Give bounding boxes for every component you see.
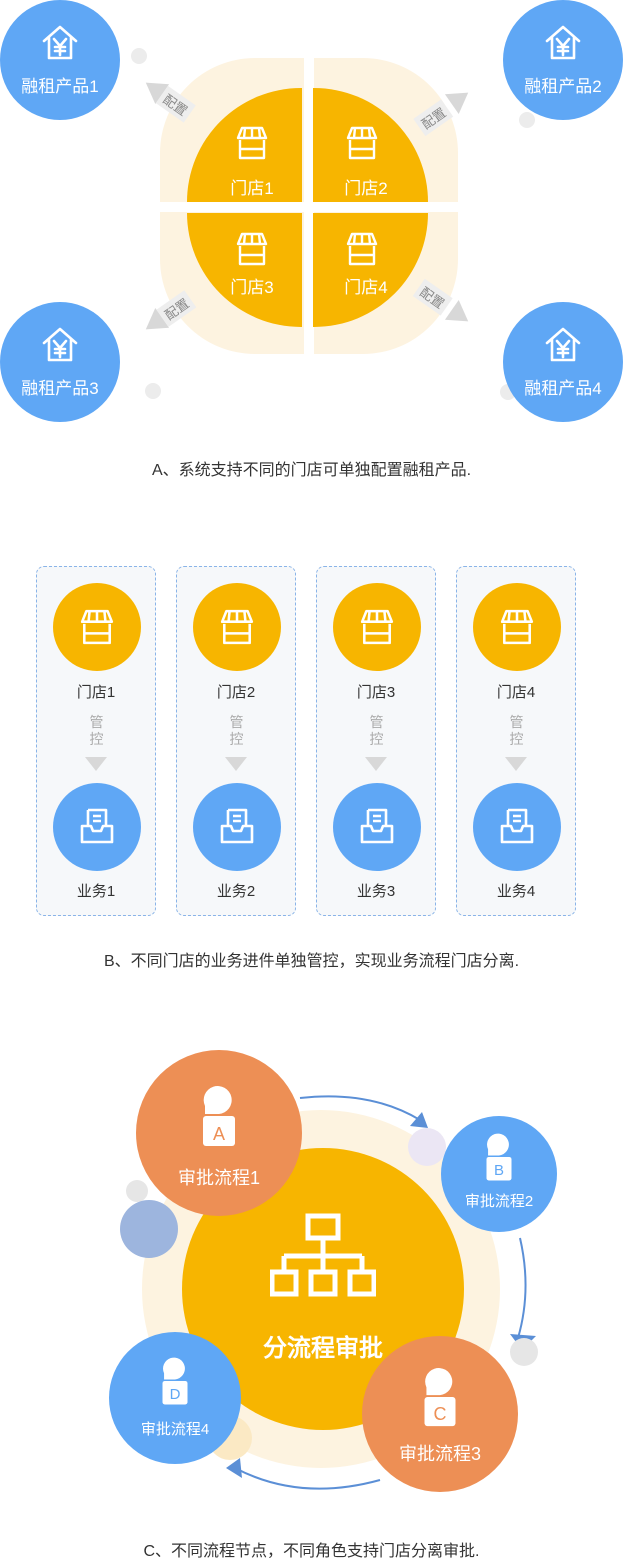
store-circle: [53, 583, 141, 671]
control-label: 管控: [369, 714, 384, 747]
down-arrow-icon: [505, 757, 527, 771]
flow-label: 审批流程4: [140, 1421, 210, 1438]
business-label: 业务2: [216, 883, 256, 900]
center-label: 分流程审批: [263, 1335, 383, 1362]
person-icon: [203, 1086, 235, 1146]
shop-icon: [236, 126, 268, 160]
caption-a: A、系统支持不同的门店可单独配置融租产品.: [151, 462, 472, 479]
control-label: 管控: [509, 714, 524, 747]
person-icon: [486, 1133, 512, 1181]
house-yen-icon: [42, 25, 78, 60]
shop-icon: [500, 609, 534, 645]
shop-icon: [346, 126, 378, 160]
flow-arrows: [226, 1095, 536, 1490]
section-a-diagram: 门店1 门店2 门店3 门店4 配置 配置 配置 配置 融租产品1 融租产品2 …: [0, 0, 623, 430]
document-tray-icon: [500, 808, 534, 844]
document-tray-icon: [80, 808, 114, 844]
flow-label: 审批流程1: [177, 1168, 260, 1188]
business-circle: [53, 783, 141, 871]
caption-b: B、不同门店的业务进件单独管控，实现业务流程门店分离.: [103, 953, 520, 970]
store-label: 门店3: [356, 684, 396, 701]
caption-c: C、不同流程节点，不同角色支持门店分离审批.: [143, 1543, 480, 1560]
decor-dot: [126, 1180, 148, 1202]
flow-label: 审批流程2: [464, 1193, 534, 1210]
store-label-1: 门店1: [230, 179, 274, 198]
store-column-4: 门店4 管控 业务4: [456, 566, 576, 916]
control-label: 管控: [229, 714, 244, 747]
store-label-3: 门店3: [230, 278, 274, 297]
store-circle: [333, 583, 421, 671]
control-label: 管控: [89, 714, 104, 747]
flow-circle-4: D 审批流程4: [109, 1332, 241, 1464]
person-icon: [424, 1367, 456, 1427]
decor-dot: [120, 1200, 178, 1258]
shop-icon: [80, 609, 114, 645]
shop-icon: [360, 609, 394, 645]
down-arrow-icon: [225, 757, 247, 771]
business-label: 业务4: [496, 883, 536, 900]
shop-icon: [236, 232, 268, 266]
down-arrow-icon: [365, 757, 387, 771]
business-circle: [193, 783, 281, 871]
flow-label: 审批流程3: [398, 1444, 481, 1464]
decor-dot: [145, 383, 161, 399]
business-circle: [333, 783, 421, 871]
shop-icon: [346, 232, 378, 266]
store-circle: [473, 583, 561, 671]
product-circle-2: 融租产品2: [503, 0, 623, 120]
decor-dot: [408, 1128, 446, 1166]
store-column-3: 门店3 管控 业务3: [316, 566, 436, 916]
person-icon: [162, 1357, 188, 1405]
product-label: 融租产品2: [524, 77, 602, 96]
house-yen-icon: [545, 327, 581, 362]
product-circle-4: 融租产品4: [503, 302, 623, 422]
store-label: 门店4: [496, 684, 536, 701]
flow-letter: B: [493, 1162, 504, 1179]
store-column-1: 门店1 管控 业务1: [36, 566, 156, 916]
house-yen-icon: [545, 25, 581, 60]
document-tray-icon: [220, 808, 254, 844]
section-c-diagram: 分流程审批 A 审批流程1 B 审批流程2 C 审批流程3 D: [0, 1040, 623, 1500]
flow-circle-1: A 审批流程1: [136, 1050, 302, 1216]
divider-horizontal: [150, 202, 470, 212]
store-circle: [193, 583, 281, 671]
product-label: 融租产品1: [21, 77, 99, 96]
business-circle: [473, 783, 561, 871]
decor-dot: [519, 112, 535, 128]
product-circle-3: 融租产品3: [0, 302, 120, 422]
business-label: 业务3: [356, 883, 396, 900]
flow-letter: C: [433, 1404, 447, 1424]
store-label: 门店1: [76, 684, 116, 701]
house-yen-icon: [42, 327, 78, 362]
shop-icon: [220, 609, 254, 645]
decor-dot: [131, 48, 147, 64]
flow-circle-3: C 审批流程3: [362, 1336, 518, 1492]
flow-circle-2: B 审批流程2: [441, 1116, 557, 1232]
document-tray-icon: [360, 808, 394, 844]
down-arrow-icon: [85, 757, 107, 771]
flow-letter: A: [212, 1124, 225, 1144]
section-b-diagram: 门店1 管控 业务1 门店2 管控 业务2 门店3 管控 业务3: [0, 560, 623, 920]
store-column-2: 门店2 管控 业务2: [176, 566, 296, 916]
product-label: 融租产品3: [21, 379, 99, 398]
business-label: 业务1: [76, 883, 116, 900]
store-label: 门店2: [216, 684, 256, 701]
store-label-4: 门店4: [344, 278, 388, 297]
org-chart-icon: [270, 1213, 376, 1297]
product-circle-1: 融租产品1: [0, 0, 120, 120]
decor-dot: [510, 1338, 538, 1366]
product-label: 融租产品4: [524, 379, 602, 398]
flow-letter: D: [169, 1386, 181, 1403]
store-label-2: 门店2: [344, 179, 388, 198]
